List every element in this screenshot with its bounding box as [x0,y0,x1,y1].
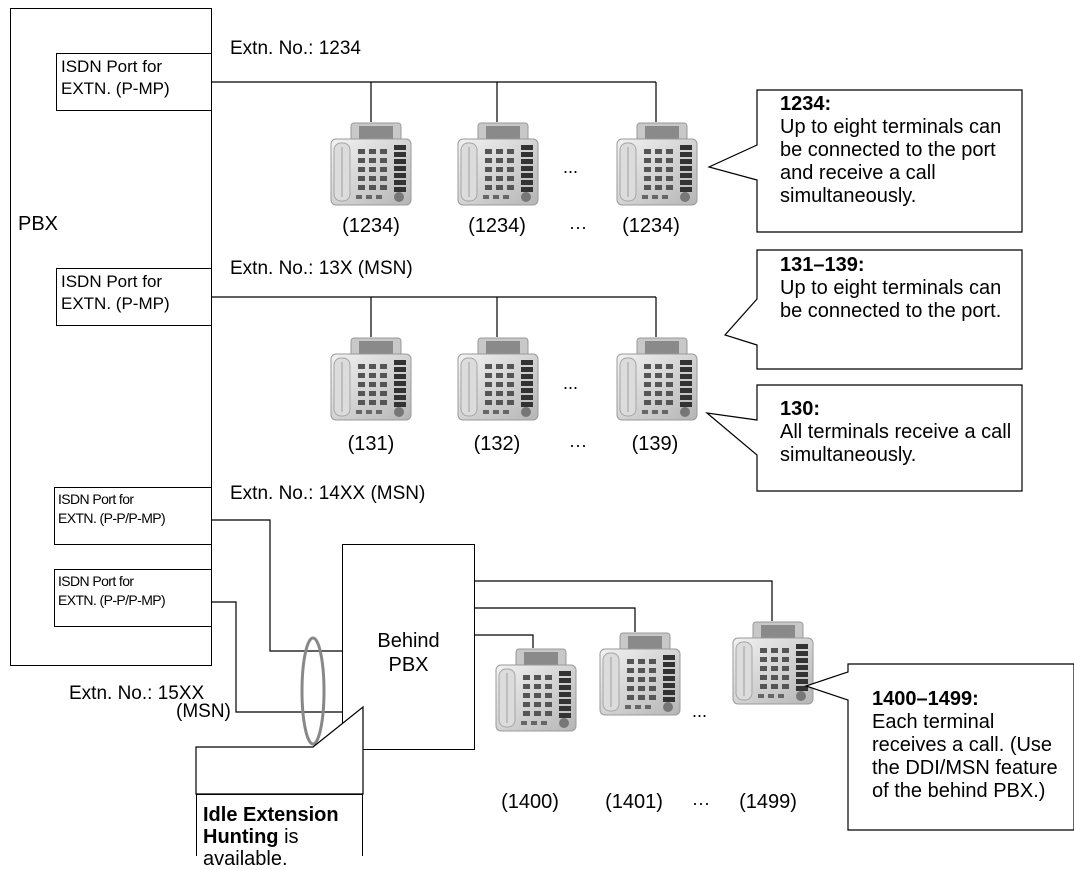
extension-label-1234: Extn. No.: 1234 [230,38,361,59]
telephone-icon [330,122,412,206]
port-line-2: EXTN. (P-MP) [61,79,170,98]
telephone-icon [457,337,539,421]
idle-hunting-note: Idle Extension Hunting is available. [203,804,373,870]
callout-1234: 1234: Up to eight terminals can be conne… [780,93,1020,208]
telephone-icon [330,337,412,421]
callout-130: 130: All terminals receive a call simult… [780,398,1020,467]
ellipsis-marker: ... [563,373,579,393]
callout-title: 130: [780,398,821,420]
port-line-2: EXTN. (P-P/P-MP) [58,592,166,608]
isdn-port-3: ISDN Port for EXTN. (P-P/P-MP) [54,487,212,545]
note-bold-2: Hunting [203,826,279,848]
ellipsis-marker: ··· [692,793,710,813]
telephone-icon [457,122,539,206]
callout-body: All terminals receive a call simultaneou… [780,421,1012,466]
telephone-icon [732,621,814,705]
hunting-ellipse [300,636,326,746]
callout-131-139: 131–139: Up to eight terminals can be co… [780,254,1020,323]
phone-caption: (1234) [622,215,680,237]
port-line-1: ISDN Port for [58,573,134,589]
phone-caption: (1499) [739,791,797,813]
phone-caption: (1401) [605,791,663,813]
phone-caption: (131) [347,433,395,455]
behind-pbx-line1: Behind [377,630,440,652]
callout-title: 1234: [780,93,832,115]
hunting-note-frame [196,794,363,856]
line-port4-to-behind-pbx [212,601,342,713]
extension-label-15xx: Extn. No.: 15XX [69,683,205,704]
callout-body: Up to eight terminals can be connected t… [780,116,1002,207]
extension-label-13x: Extn. No.: 13X (MSN) [230,258,413,279]
telephone-icon [599,632,681,716]
hunting-note-bubble [195,705,364,795]
extension-label-15xx-msn: (MSN) [176,701,231,722]
pbx-box [10,8,212,666]
pbx-label: PBX [18,213,59,235]
bus-line-group1 [212,81,657,122]
telephone-icon [616,122,698,206]
isdn-port-4: ISDN Port for EXTN. (P-P/P-MP) [54,569,212,627]
isdn-port-2: ISDN Port for EXTN. (P-MP) [56,268,212,326]
extension-label-14xx: Extn. No.: 14XX (MSN) [230,483,426,504]
ellipsis-marker: ... [563,157,579,177]
ellipsis-marker: ... [692,701,708,721]
note-bold-1: Idle Extension [203,804,339,826]
line-port3-to-behind-pbx [212,519,342,652]
behind-pbx-box [342,544,475,750]
callout-body: Each terminal receives a call. (Use the … [872,711,1058,802]
phone-caption: (1400) [501,791,559,813]
bus-line-group2 [212,296,657,337]
ellipsis-marker: ··· [569,435,587,455]
port-line-1: ISDN Port for [61,57,163,76]
ellipsis-marker: ··· [569,217,587,237]
line-behind-pbx-phones [475,580,773,648]
port-line-1: ISDN Port for [61,272,163,291]
port-line-2: EXTN. (P-MP) [61,294,170,313]
phone-caption: (1234) [468,215,526,237]
callout-body: Up to eight terminals can be connected t… [780,277,1002,322]
port-line-1: ISDN Port for [58,491,134,507]
callout-1400-1499: 1400–1499: Each terminal receives a call… [872,688,1072,803]
callout-1400-bubble [804,663,1074,831]
phone-caption: (139) [631,433,679,455]
telephone-icon [495,648,577,732]
telephone-icon [616,337,698,421]
behind-pbx-line2: PBX [388,654,429,676]
callout-title: 1400–1499: [872,688,979,710]
phone-caption: (132) [473,433,521,455]
isdn-port-1: ISDN Port for EXTN. (P-MP) [56,53,212,111]
port-line-2: EXTN. (P-P/P-MP) [58,510,166,526]
callout-130-bubble [705,384,1023,492]
phone-caption: (1234) [342,215,400,237]
callout-1234-bubble [707,89,1023,233]
callout-title: 131–139: [780,254,865,276]
callout-131-bubble [723,249,1023,370]
